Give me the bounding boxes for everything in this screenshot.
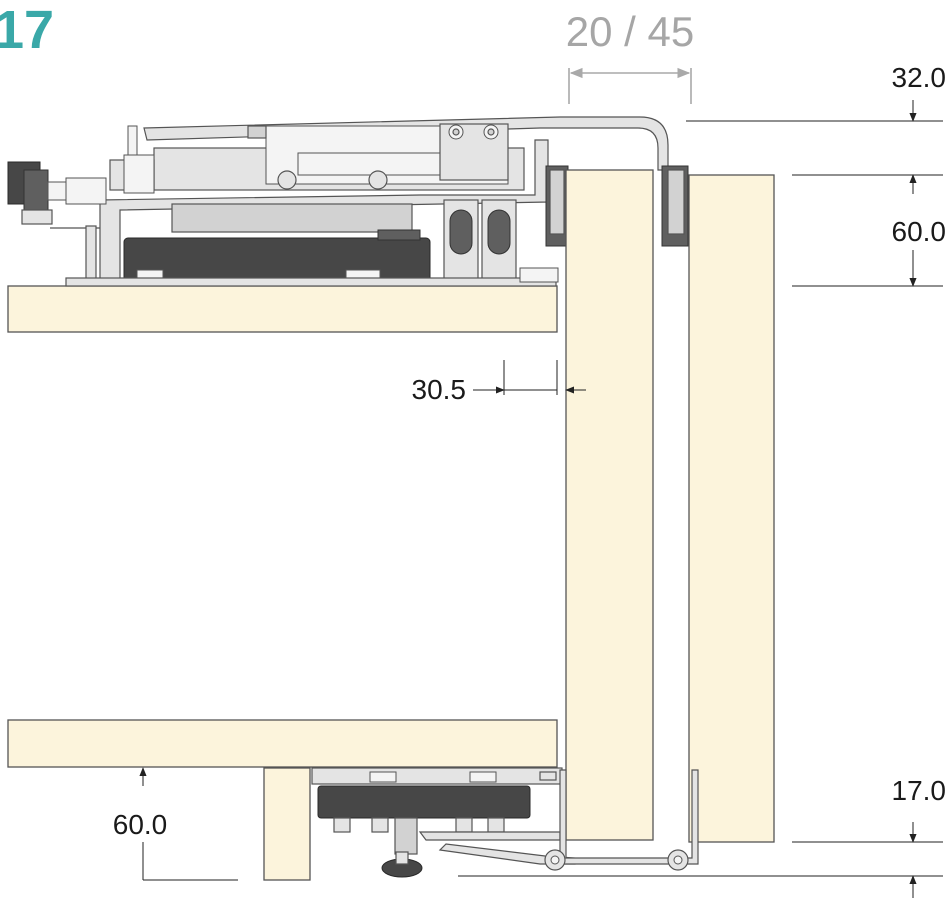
- dimension-bottom-rail-height: 60.0: [113, 767, 238, 881]
- dimension-bottom-clearance: 17.0: [458, 775, 946, 898]
- top-running-gear: [7, 116, 689, 287]
- dimension-top-overlap: 32.0: [686, 62, 946, 194]
- figure-number: 17: [0, 0, 54, 60]
- door-setback-value: 30.5: [412, 374, 467, 405]
- top-overlap-value: 32.0: [892, 62, 947, 93]
- front-door-leaf: [565, 169, 654, 841]
- cabinet-side-panel: [263, 767, 311, 881]
- top-cabinet-panel: [7, 285, 558, 333]
- door-gap-label: 20 / 45: [566, 8, 694, 55]
- top-rail-height-value: 60.0: [892, 216, 947, 247]
- rear-door-leaf: [688, 174, 775, 843]
- bottom-rail-height-value: 60.0: [113, 809, 168, 840]
- bottom-guide-gear: [311, 767, 699, 878]
- bottom-cabinet-panel: [7, 719, 558, 768]
- bottom-clearance-value: 17.0: [892, 775, 947, 806]
- dimension-door-setback: 30.5: [412, 360, 586, 405]
- dimension-top-rail-height: 60.0: [792, 216, 947, 287]
- door-gap-dimension: [568, 67, 692, 104]
